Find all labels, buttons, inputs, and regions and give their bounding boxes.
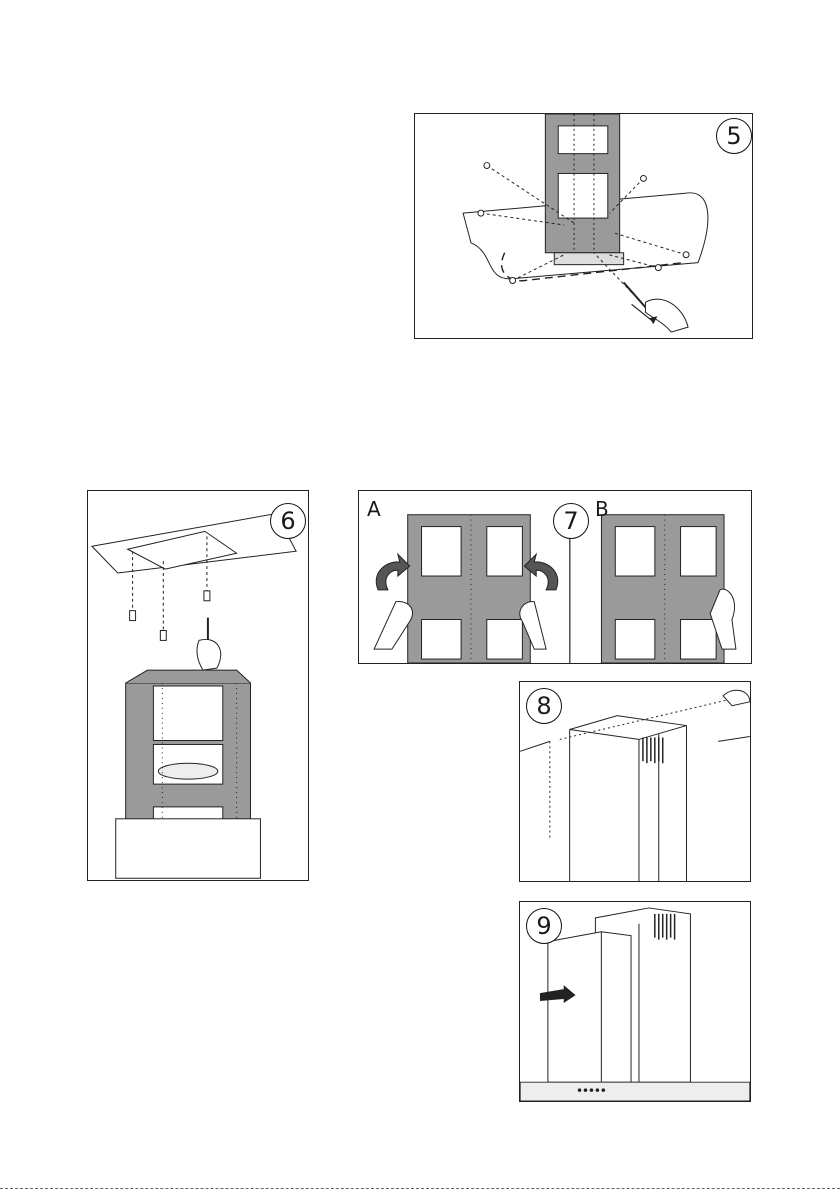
step-number: 7 — [563, 509, 578, 533]
figure-5-panel: 5 — [414, 113, 753, 339]
figure-8-panel: 8 — [519, 681, 751, 882]
page-bottom-dashed-rule — [0, 1188, 840, 1189]
step-number: 6 — [280, 509, 295, 533]
figure-7-label-b: B — [595, 499, 609, 519]
figure-5-illustration — [415, 114, 752, 338]
step-number: 5 — [726, 124, 741, 148]
step-number-badge: 7 — [553, 503, 589, 539]
step-number: 8 — [536, 694, 551, 718]
figure-7-panel: A 7 B — [358, 490, 752, 664]
figure-9-panel: 9 — [519, 901, 751, 1102]
figure-6-illustration — [88, 491, 308, 880]
step-number: 9 — [536, 914, 551, 938]
step-number-badge: 9 — [526, 908, 562, 944]
step-number-badge: 6 — [270, 503, 306, 539]
figure-7-label-a: A — [367, 499, 381, 519]
step-number-badge: 5 — [716, 118, 752, 154]
figure-6-panel: 6 — [87, 490, 309, 881]
step-number-badge: 8 — [526, 688, 562, 724]
